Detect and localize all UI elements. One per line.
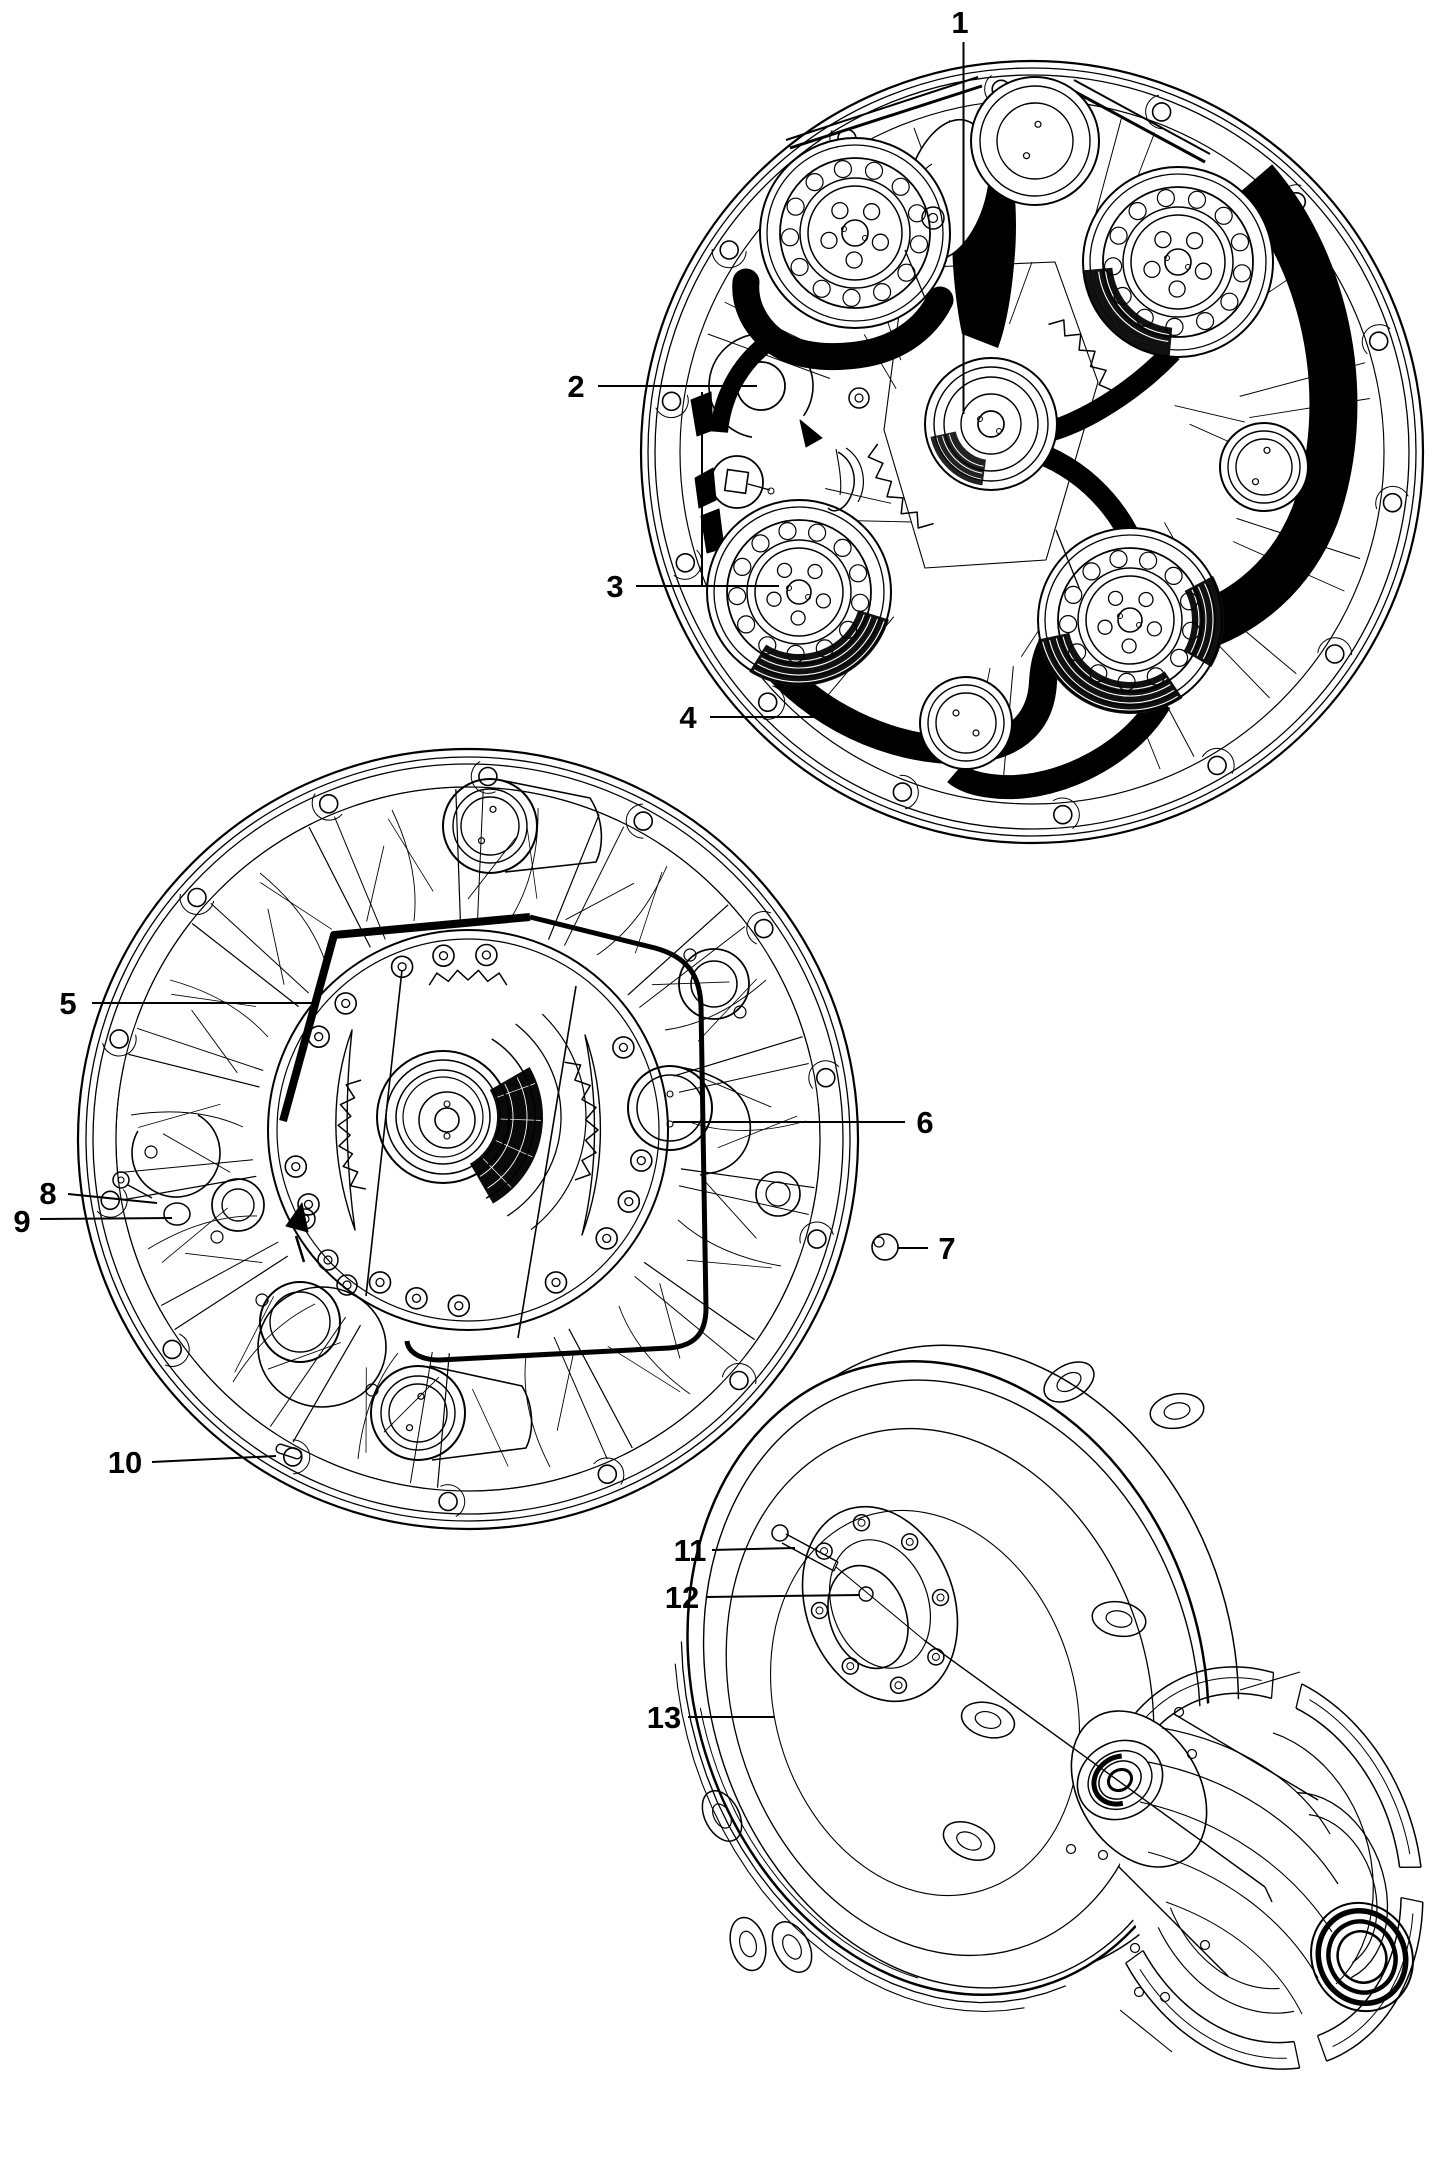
svg-text:10: 10	[108, 1445, 142, 1480]
svg-text:11: 11	[674, 1533, 707, 1568]
svg-text:4: 4	[679, 700, 697, 735]
svg-text:13: 13	[647, 1700, 681, 1735]
svg-text:2: 2	[567, 369, 584, 404]
svg-text:8: 8	[39, 1176, 56, 1211]
svg-text:12: 12	[665, 1580, 699, 1615]
svg-text:1: 1	[951, 5, 968, 40]
svg-text:5: 5	[59, 986, 76, 1021]
svg-text:9: 9	[13, 1204, 30, 1239]
svg-text:3: 3	[606, 569, 623, 604]
svg-text:7: 7	[938, 1231, 955, 1266]
svg-text:6: 6	[916, 1105, 933, 1140]
